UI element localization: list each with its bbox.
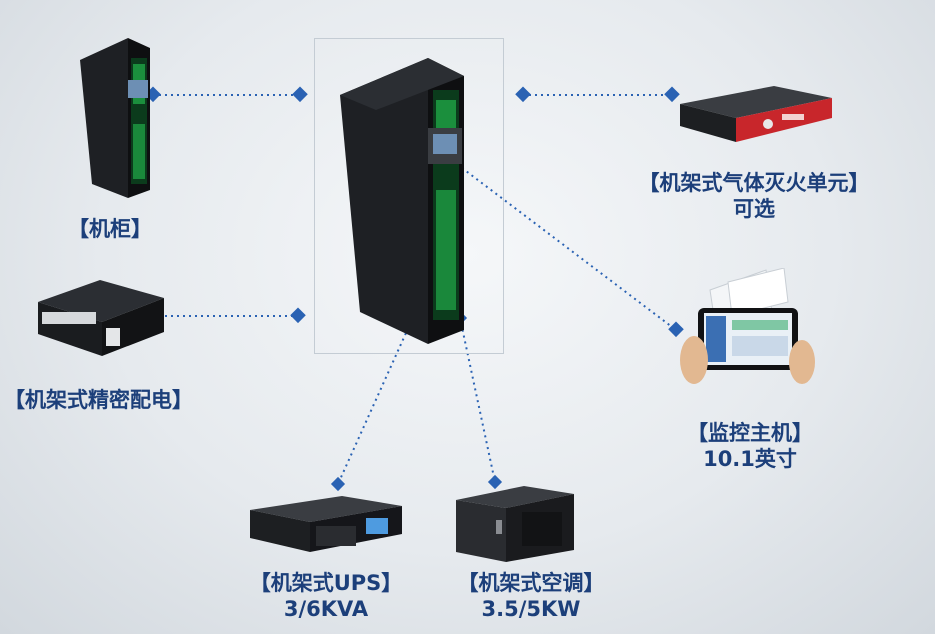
pdu-label-text: 【机架式精密配电】 (4, 388, 193, 412)
link-monitor (461, 167, 677, 331)
link-ac (459, 317, 496, 483)
pdu-label: 【机架式精密配电】 (4, 387, 193, 413)
ac-spec: 3.5/5KW (481, 597, 581, 621)
ups-label: 【机架式UPS】 3/6KVA (238, 570, 414, 622)
central-frame (314, 38, 504, 354)
pdu-image (38, 280, 164, 356)
node-ups-b (330, 476, 346, 492)
cabinet-label-text: 【机柜】 (68, 217, 152, 241)
cabinet-label: 【机柜】 (68, 216, 152, 242)
ac-image (456, 486, 574, 562)
fire-unit-label-text: 【机架式气体灭火单元】 (638, 171, 870, 195)
fire-unit-image (680, 86, 832, 142)
central-cabinet-image (340, 58, 464, 344)
monitor-image (680, 268, 815, 384)
link-ups (337, 272, 434, 485)
node-cabinet-b (292, 86, 308, 103)
monitor-label-text: 【监控主机】 (687, 421, 813, 445)
node-ac-b (487, 474, 503, 490)
ups-image (250, 496, 402, 552)
ups-spec: 3/6KVA (283, 597, 369, 621)
monitor-spec: 10.1英寸 (703, 447, 797, 471)
monitor-label: 【监控主机】 10.1英寸 (680, 420, 820, 472)
ac-label: 【机架式空调】 3.5/5KW (446, 570, 616, 622)
node-fire-a (515, 86, 531, 103)
node-pdu-b (290, 307, 306, 324)
fire-unit-label: 【机架式气体灭火单元】 可选 (616, 170, 892, 222)
ups-label-text: 【机架式UPS】 (249, 571, 403, 595)
node-monitor-b (668, 321, 684, 338)
cabinet-image (80, 38, 150, 198)
ac-label-text: 【机架式空调】 (457, 571, 605, 595)
fire-unit-note: 可选 (733, 197, 775, 221)
